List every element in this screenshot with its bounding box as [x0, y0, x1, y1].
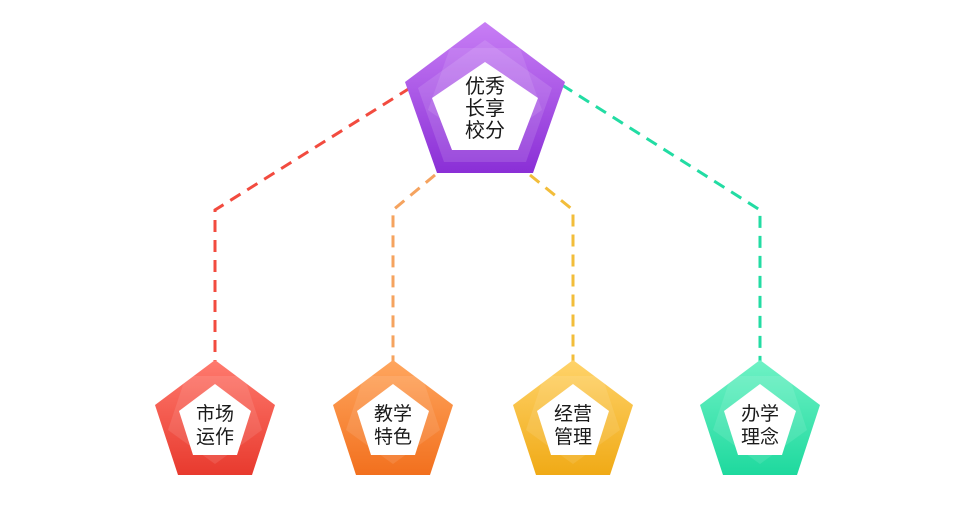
child-label-line1: 经营	[554, 403, 592, 425]
child-label-line2: 管理	[554, 426, 592, 448]
child-label-line2: 理念	[741, 425, 779, 448]
child-label-line2: 特色	[374, 426, 412, 448]
child-label-line1: 办学	[741, 403, 779, 425]
child-node-operations-management: 经营 管理	[513, 360, 633, 475]
child-center-pentagon	[537, 384, 609, 455]
root-center-pentagon	[432, 62, 538, 150]
child-label-line1: 教学	[374, 403, 412, 425]
child-center-pentagon	[357, 384, 429, 455]
child-center-pentagon	[179, 384, 251, 455]
child-label-line2: 运作	[196, 426, 234, 448]
connector-teaching-features	[391, 173, 436, 368]
child-node-market-operation: 市场 运作	[155, 360, 275, 475]
connector-school-philosophy	[561, 83, 762, 368]
connector-market-operation	[213, 86, 411, 368]
connectors	[213, 83, 762, 368]
connector-operations-management	[529, 173, 575, 368]
root-label-line3: 校分	[465, 118, 505, 142]
root-label-line2: 长享	[465, 96, 505, 120]
child-node-teaching-features: 教学 特色	[333, 360, 453, 475]
child-label-line1: 市场	[196, 403, 234, 425]
root-label-line1: 优秀	[465, 74, 505, 98]
child-node-school-philosophy: 办学 理念	[700, 360, 820, 475]
root-node: 优秀 长享 校分	[405, 22, 565, 173]
child-center-pentagon	[724, 384, 796, 455]
